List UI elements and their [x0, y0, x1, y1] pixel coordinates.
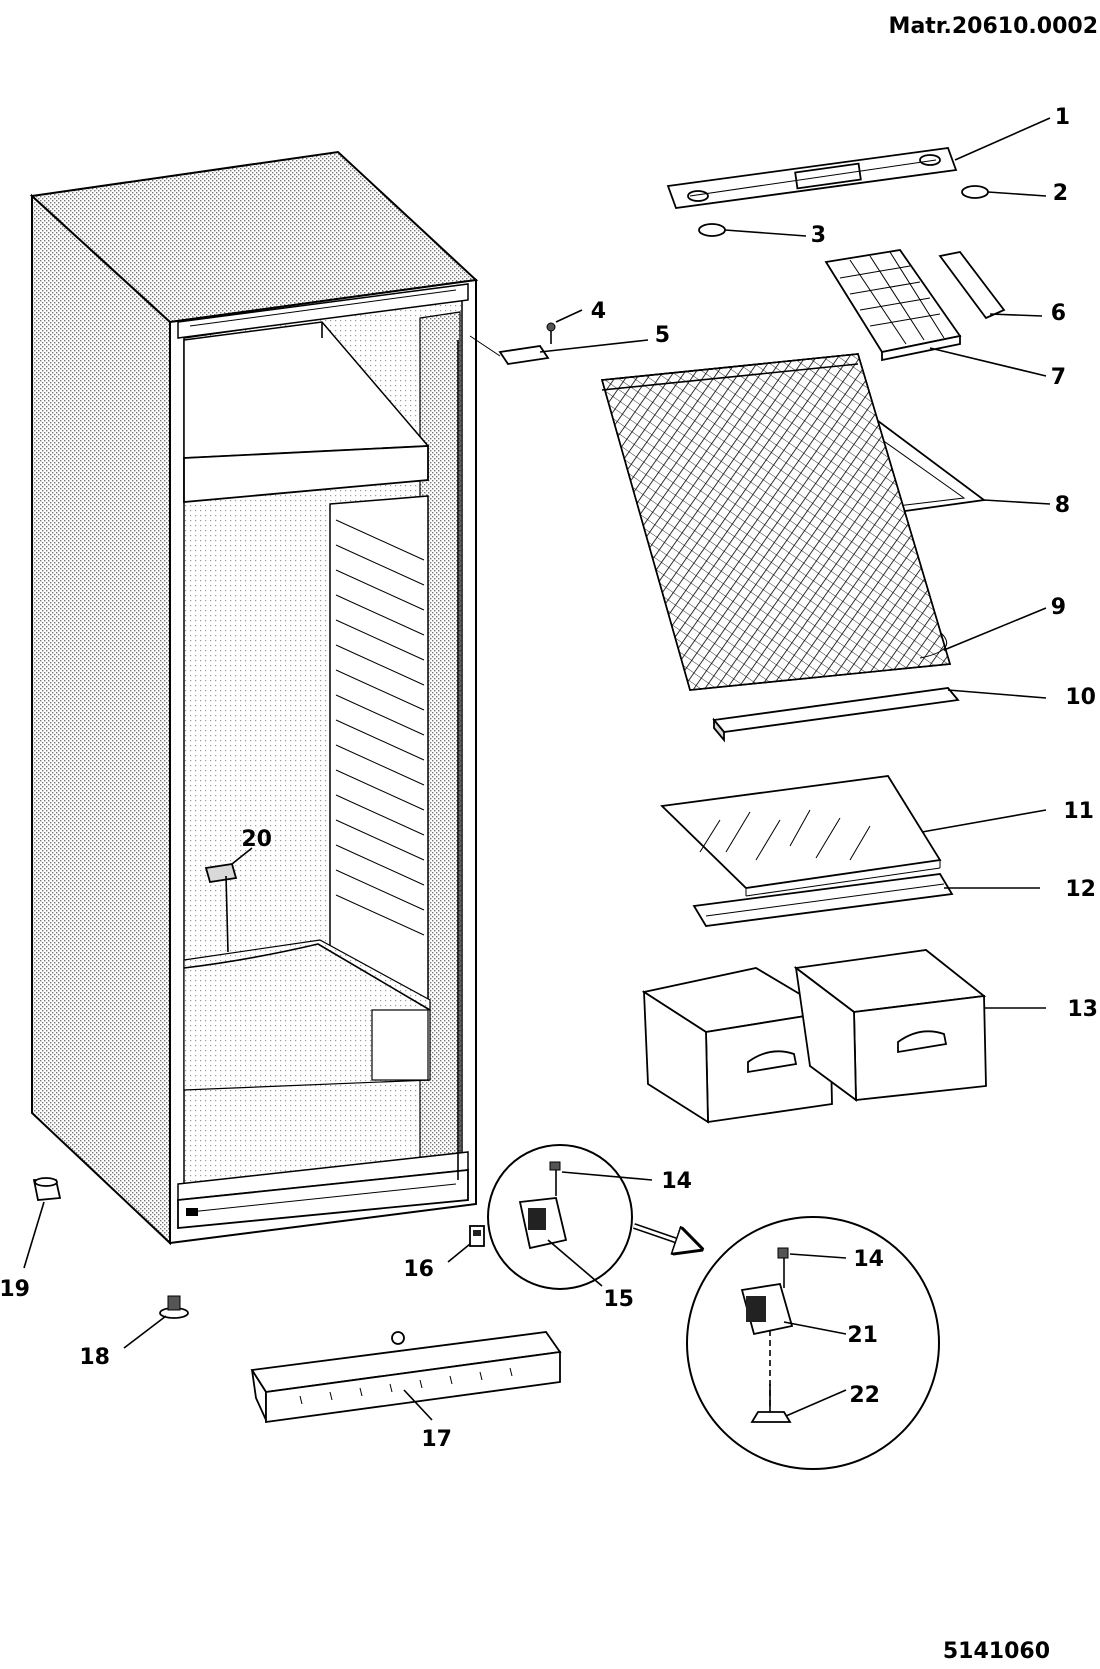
part-17-base-grille — [250, 1331, 562, 1424]
callout-21: 21 — [847, 1323, 878, 1348]
callout-3: 3 — [811, 223, 826, 248]
callout-7: 7 — [1051, 365, 1066, 390]
callout-5: 5 — [655, 323, 670, 348]
part-12-shelf-trim — [692, 873, 954, 927]
callout-14-large: 14 — [853, 1247, 884, 1272]
part-1-top-cover — [666, 147, 958, 209]
callout-17: 17 — [421, 1427, 452, 1452]
callout-18: 18 — [79, 1345, 110, 1370]
part-9-wire-shelf — [600, 353, 952, 691]
drawing-number: 5141060 — [943, 1639, 1050, 1664]
callout-16: 16 — [403, 1257, 434, 1282]
part-13-crisper-drawers — [641, 949, 987, 1124]
callout-19: 19 — [0, 1277, 30, 1302]
callout-4: 4 — [591, 299, 606, 324]
part-2-cap — [961, 185, 989, 199]
callout-8: 8 — [1055, 493, 1070, 518]
callout-9: 9 — [1051, 595, 1066, 620]
part-20-thermostat — [204, 862, 238, 953]
hinge-detail-large — [686, 1216, 940, 1470]
callout-20: 20 — [241, 827, 272, 852]
callout-12: 12 — [1065, 877, 1096, 902]
callout-14-small: 14 — [661, 1169, 692, 1194]
callout-11: 11 — [1063, 799, 1094, 824]
callout-22: 22 — [849, 1383, 880, 1408]
part-19-foot-bush — [32, 1177, 62, 1201]
material-code: Matr.20610.0002 — [889, 14, 1098, 39]
callout-labels: 1 2 3 4 5 6 7 8 9 10 11 12 13 14 14 15 1… — [0, 105, 1098, 1452]
callout-2: 2 — [1053, 181, 1068, 206]
part-3-cap — [698, 223, 726, 237]
part-6-ice-scraper — [938, 251, 1006, 320]
part-16-clip — [469, 1225, 485, 1247]
callout-15: 15 — [603, 1287, 634, 1312]
callout-10: 10 — [1065, 685, 1096, 710]
callout-6: 6 — [1051, 301, 1066, 326]
part-5-bracket — [469, 335, 550, 365]
fridge-cabinet — [29, 150, 479, 1246]
evaporator-fins — [335, 519, 425, 936]
part-4-screw — [546, 322, 556, 344]
part-10-shelf-trim — [712, 687, 960, 743]
callout-1: 1 — [1055, 105, 1070, 130]
part-11-glass-shelf — [660, 775, 942, 897]
callout-13: 13 — [1067, 997, 1098, 1022]
leader-lines — [23, 117, 1051, 1421]
part-18-adjustable-foot — [159, 1295, 189, 1319]
part-7-ice-tray — [824, 249, 962, 362]
hinge-detail-small — [487, 1144, 633, 1290]
